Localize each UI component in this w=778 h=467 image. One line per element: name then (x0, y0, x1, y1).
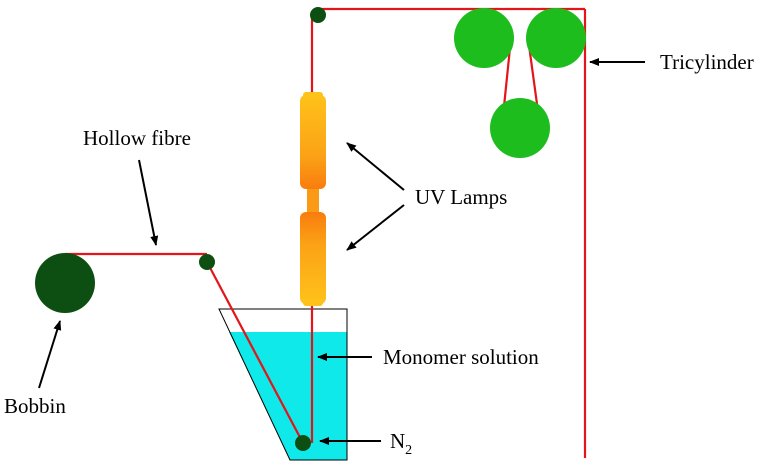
solution-tank (218, 308, 348, 461)
bobbin (35, 253, 95, 313)
tricylinder (454, 8, 586, 158)
uv-lamps-arrow-bottom (346, 204, 405, 251)
guide-roller-bottom (295, 435, 311, 451)
n2-label-base: N (390, 429, 405, 453)
tricylinder-bottom-cylinder (490, 98, 550, 158)
bobbin-label: Bobbin (4, 394, 66, 418)
guide-roller-left (199, 254, 215, 270)
n2-label: N2 (390, 429, 412, 458)
monomer-solution-label: Monomer solution (383, 345, 539, 369)
tricylinder-right-cylinder (526, 8, 586, 68)
uv-lamps-label: UV Lamps (415, 185, 507, 209)
uv-lamp-connector (307, 189, 319, 213)
guide-roller-top (310, 7, 326, 23)
tank-outline (218, 308, 348, 461)
uv-lamp-bottom (300, 212, 326, 306)
bobbin-arrow (38, 320, 62, 389)
n2-label-subscript: 2 (405, 443, 412, 458)
uv-lamp-top (300, 92, 326, 189)
tricylinder-label: Tricylinder (660, 50, 754, 74)
hollow-fibre-arrow (138, 159, 159, 246)
annotation-arrows (38, 58, 645, 445)
hollow-fibre-label: Hollow fibre (83, 126, 191, 150)
uv-lamps-arrow-top (346, 142, 405, 191)
monomer-solution-liquid (229, 332, 347, 460)
tricylinder-left-cylinder (454, 8, 514, 68)
